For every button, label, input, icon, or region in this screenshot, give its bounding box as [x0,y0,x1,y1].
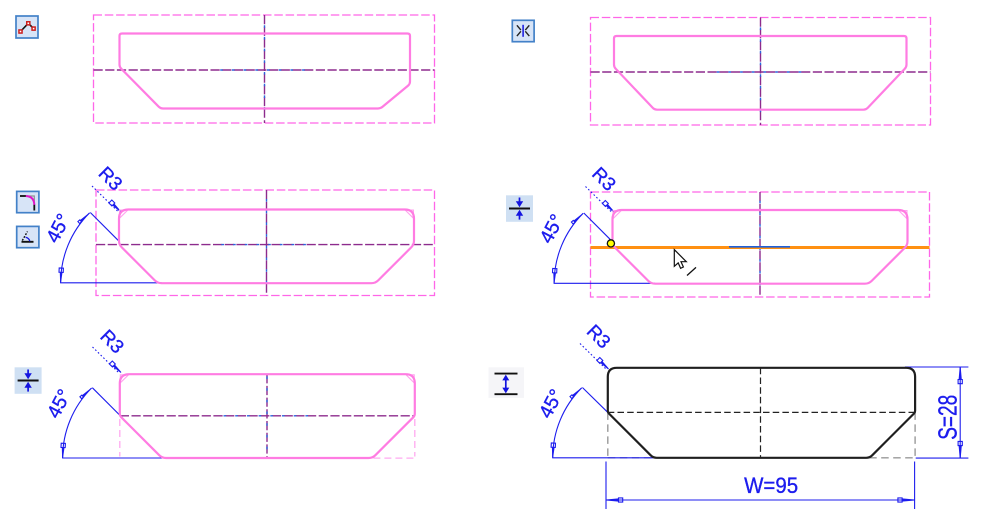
svg-text:S=28: S=28 [933,395,963,440]
svg-text:W=95: W=95 [744,473,798,498]
